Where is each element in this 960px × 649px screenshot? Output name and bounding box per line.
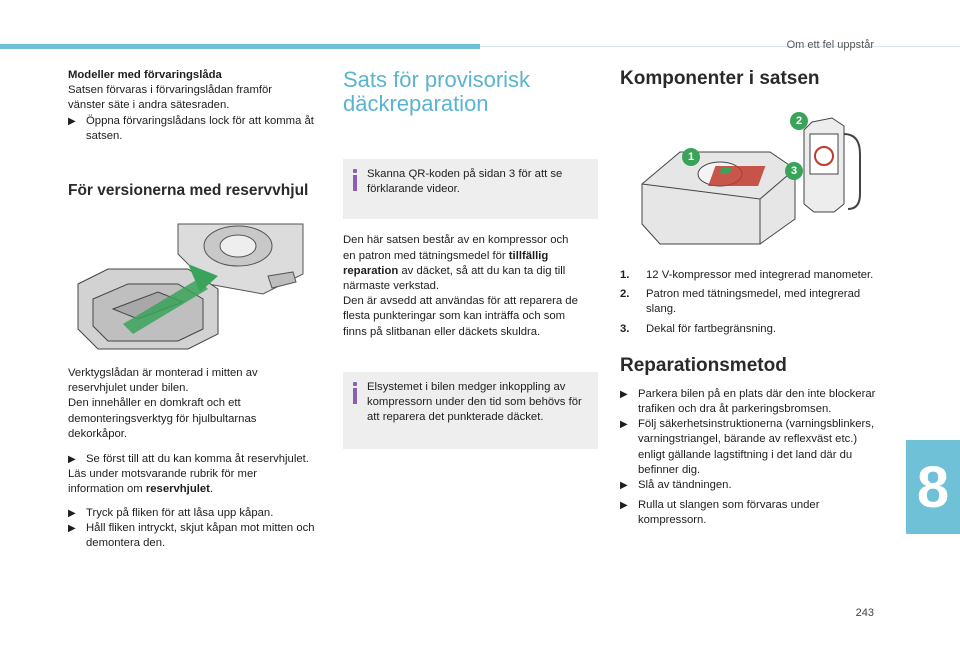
paragraph-line: närmaste verkstad. xyxy=(343,280,440,293)
paragraph-line: information om reservhjulet. xyxy=(68,483,214,496)
paragraph-line: demonteringsverktyg för hjulbultarnas xyxy=(68,412,257,425)
arrow-bullet-icon: ▶ xyxy=(68,507,76,519)
bullet-item: ▶ Parkera bilen på en plats där den inte… xyxy=(620,387,876,416)
page-number: 243 xyxy=(855,607,874,619)
bullet-item: ▶ Öppna förvaringslådans lock för att ko… xyxy=(68,114,314,142)
header-accent-bar xyxy=(0,44,480,49)
callout-badge: 1 xyxy=(682,148,700,166)
section-heading: Komponenter i satsen xyxy=(620,68,820,89)
paragraph-line: Verktygslådan är monterad i mitten av xyxy=(68,367,258,380)
bullet-item: ▶ Håll fliken intryckt, skjut kåpan mot … xyxy=(68,521,315,550)
header-rule xyxy=(480,46,960,47)
intro-heading: Modeller med förvaringslåda xyxy=(68,69,222,81)
arrow-bullet-icon: ▶ xyxy=(68,454,76,466)
page-title: Sats för provisorisk däckreparation xyxy=(343,67,531,116)
info-note: Elsystemet i bilen medger inkoppling av … xyxy=(343,371,598,450)
section-heading: Reparationsmetod xyxy=(620,354,787,376)
arrow-bullet-icon: ▶ xyxy=(620,388,628,400)
column-left: Modeller med förvaringslåda Satsen förva… xyxy=(68,68,320,551)
chapter-title: Om ett fel uppstår xyxy=(786,39,874,51)
paragraph-line: dekorkåpor. xyxy=(68,427,128,440)
spare-wheel-illustration xyxy=(68,214,320,354)
arrow-bullet-icon: ▶ xyxy=(620,480,628,492)
bullet-item: ▶ Följ säkerhetsinstruktionerna (varning… xyxy=(620,418,875,476)
info-note: Skanna QR-koden på sidan 3 för att se fö… xyxy=(343,159,598,220)
arrow-bullet-icon: ▶ xyxy=(68,522,76,534)
chapter-tab: 8 xyxy=(906,440,960,534)
arrow-bullet-icon: ▶ xyxy=(620,500,628,512)
list-item: 3. Dekal för fartbegränsning. xyxy=(620,322,776,335)
bullet-item: ▶ Tryck på fliken för att låsa upp kåpan… xyxy=(68,506,320,521)
info-icon xyxy=(353,381,357,404)
reference-link: reservhjulet xyxy=(145,483,210,496)
paragraph-line: Läs under motsvarande rubrik för mer xyxy=(68,468,257,481)
paragraph-line: flesta punkteringar som kan inträffa och… xyxy=(343,310,566,323)
intro-line: vänster säte i andra sätesraden. xyxy=(68,99,230,112)
list-item: 1. 12 V-kompressor med integrerad manome… xyxy=(620,269,874,281)
bullet-item: ▶ Se först till att du kan komma åt rese… xyxy=(68,452,320,467)
arrow-bullet-icon: ▶ xyxy=(68,115,76,127)
paragraph-line: Den är avsedd att användas för att repar… xyxy=(343,295,578,308)
paragraph-line: en patron med tätningsmedel för tillfäll… xyxy=(343,249,549,262)
arrow-bullet-icon: ▶ xyxy=(620,419,628,431)
intro-line: Satsen förvaras i förvaringslådan framfö… xyxy=(68,84,273,97)
paragraph-line: reservhjulet under bilen. xyxy=(68,382,189,395)
section-heading: För versionerna med reservvhjul xyxy=(68,182,309,200)
column-middle: Sats för provisorisk däckreparation Skan… xyxy=(343,67,598,450)
bullet-item: ▶ Slå av tändningen. xyxy=(620,478,882,493)
info-icon xyxy=(353,169,357,191)
paragraph-line: Den innehåller en domkraft och ett xyxy=(68,397,241,410)
callout-badge: 3 xyxy=(785,162,803,180)
paragraph-line: reparation av däcket, så att du kan ta d… xyxy=(343,264,566,277)
bullet-item: ▶ Rulla ut slangen som förvaras under ko… xyxy=(620,499,820,527)
paragraph-line: finns på slitbanan eller däckets skuldra… xyxy=(343,325,541,338)
column-right: Komponenter i satsen 1 2 3 1. 12 V-kompr… xyxy=(620,68,882,529)
paragraph-line: Den här satsen består av en kompressor o… xyxy=(343,234,569,247)
callout-badge: 2 xyxy=(790,112,808,130)
list-item: 2. Patron med tätningsmedel, med integre… xyxy=(620,288,861,316)
repair-kit-illustration xyxy=(620,104,882,254)
